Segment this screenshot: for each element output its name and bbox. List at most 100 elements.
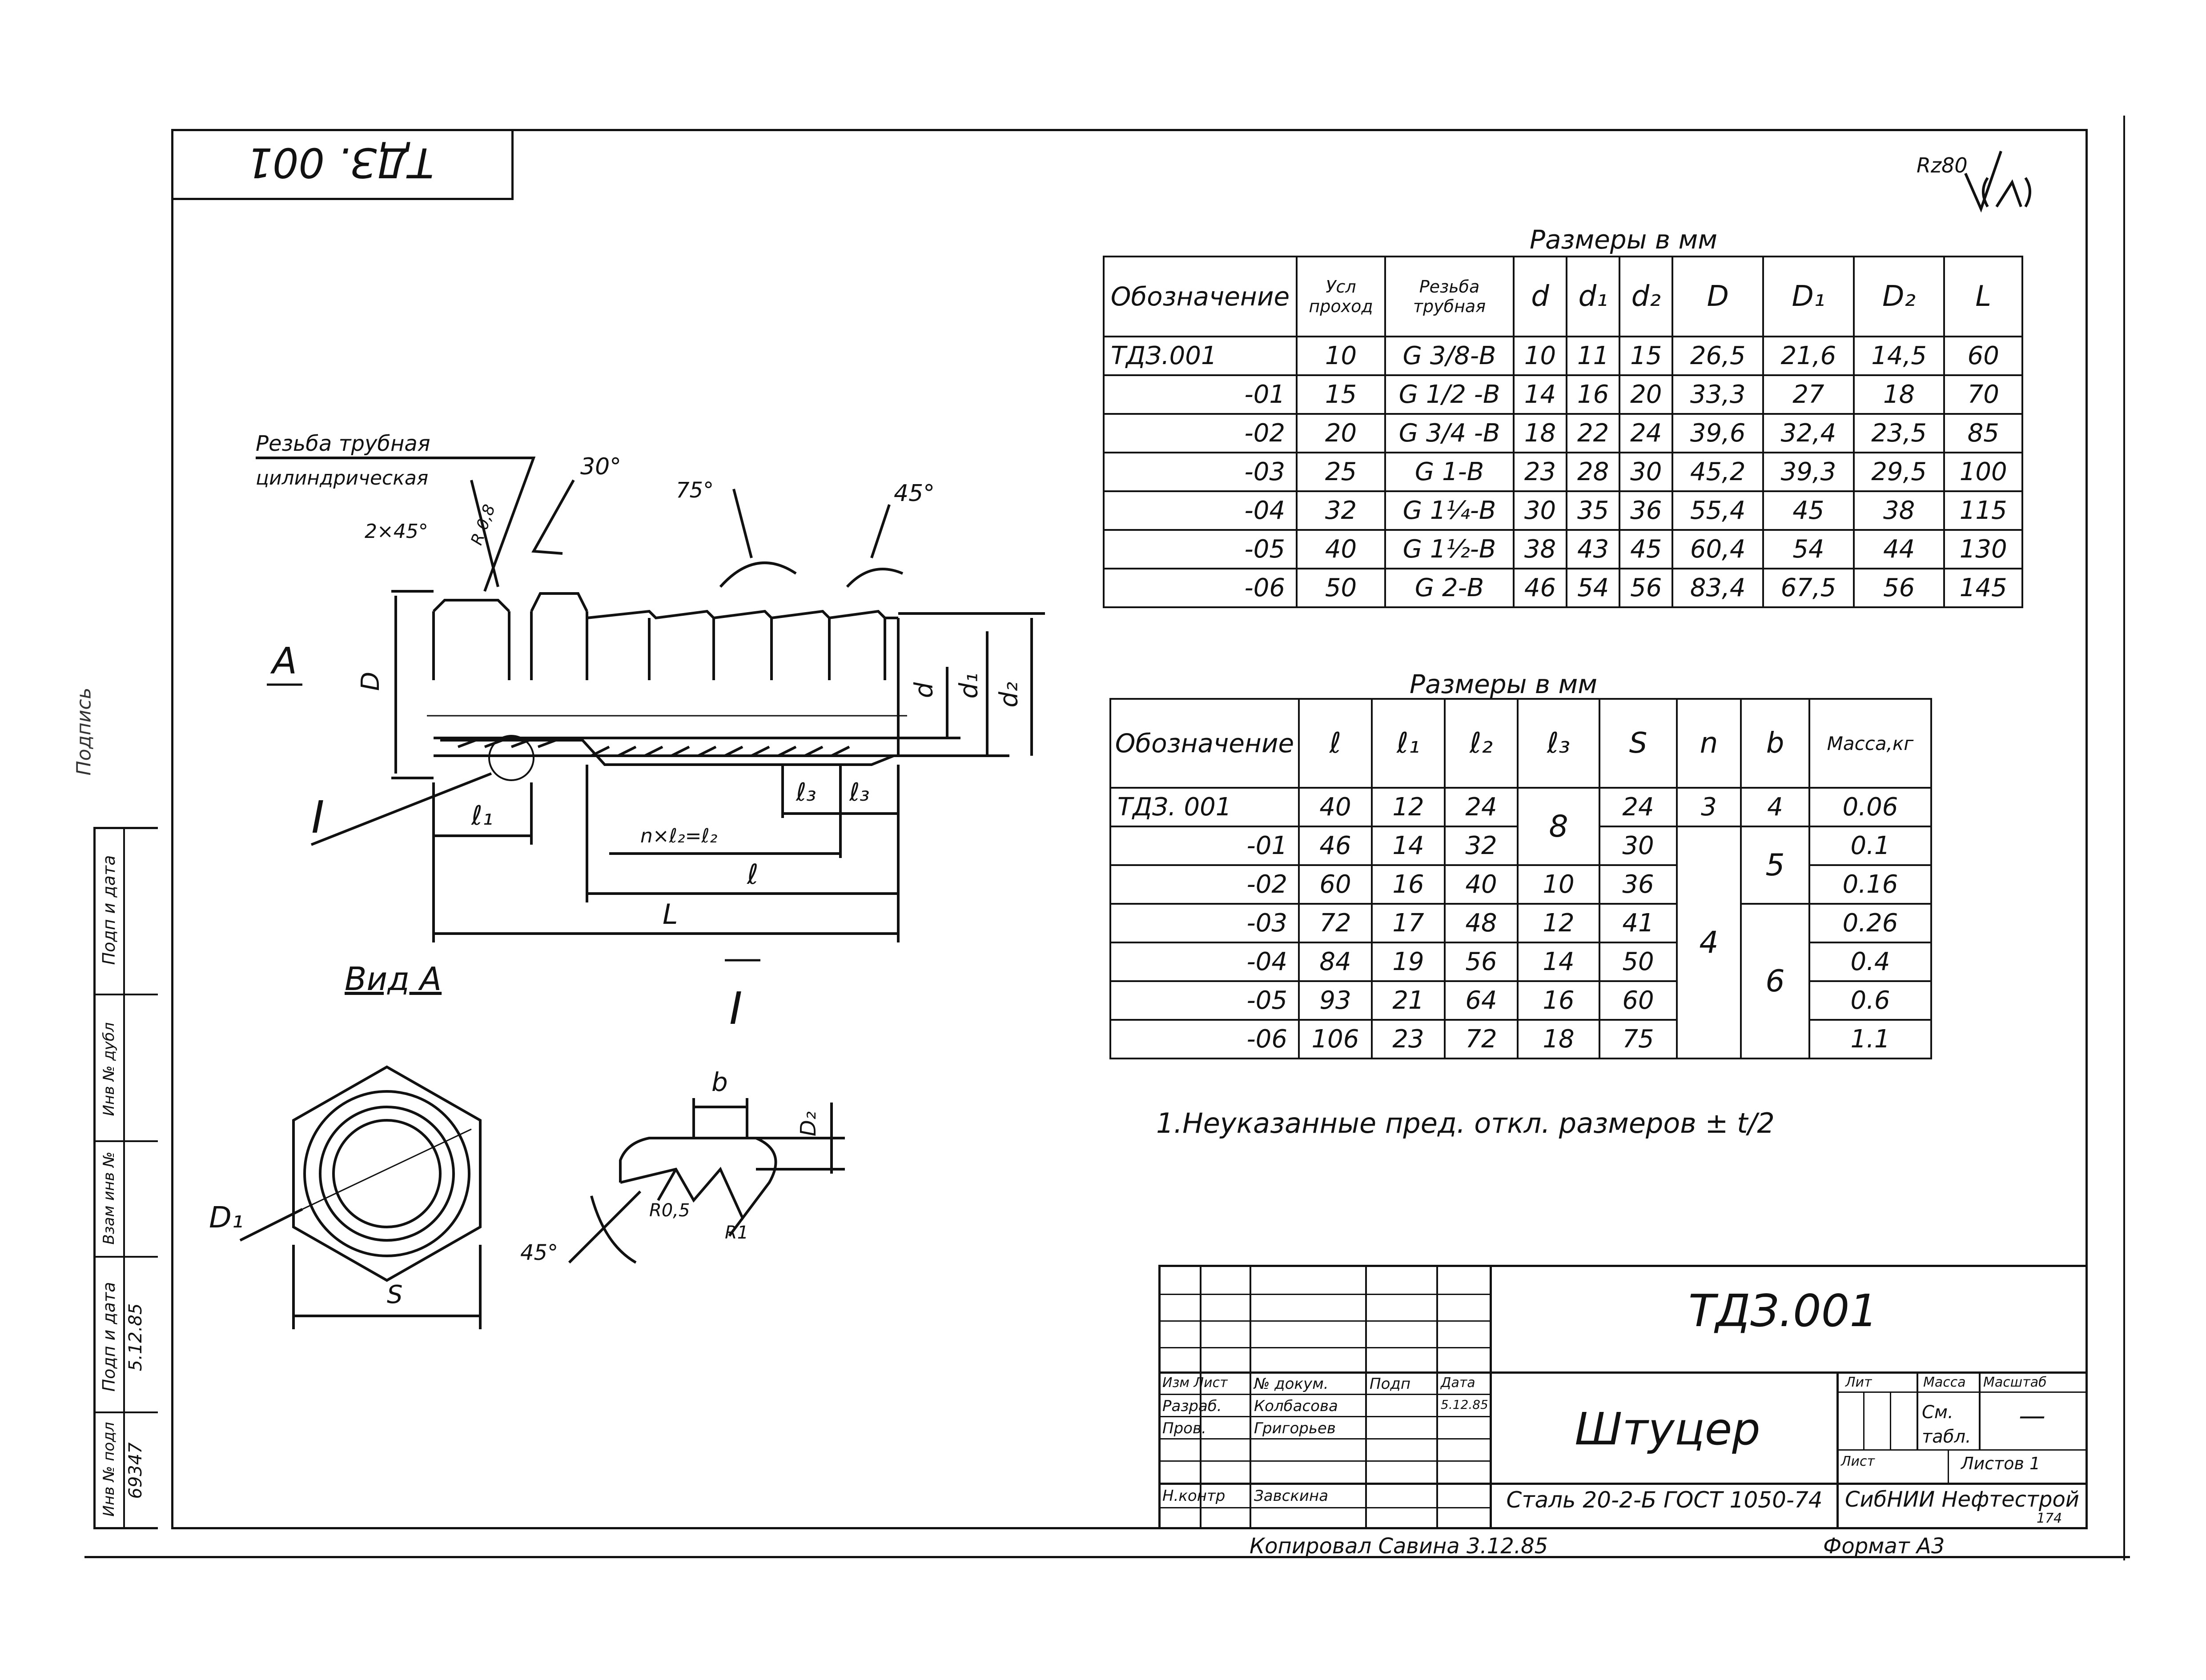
tb-h12 [1836,1449,2085,1451]
t1-cell: 54 [1762,529,1855,569]
t1-cell: 60,4 [1672,529,1764,569]
tb-role-7: Григорьев [1254,1419,1336,1437]
t1-cell: 50 [1296,568,1386,608]
t2-des-6: -06 [1109,1019,1300,1059]
t1-h-D1: D₁ [1762,256,1855,337]
t2-n-1: 4 [1676,826,1742,1059]
t1-cell: -05 [1103,529,1298,569]
t1-cell: -03 [1103,452,1298,492]
t1-cell: 26,5 [1672,336,1764,376]
t2-l2-6: 72 [1444,1019,1519,1059]
t1-cell: G 1/2 -B [1384,374,1515,415]
tb-h3 [1161,1347,1490,1348]
t1-cell: 54 [1566,568,1621,608]
t1-cell: 11 [1566,336,1621,376]
tb-h10 [1161,1507,1490,1508]
t1-cell: G 3/8-B [1384,336,1515,376]
tb-v11 [1948,1449,1949,1483]
side-stamp-row-2 [96,1140,158,1142]
t2-l3-0: 8 [1517,787,1600,866]
t1-cell: 45 [1619,529,1674,569]
t2-h-l2: ℓ₂ [1444,698,1519,789]
tb-h6 [1161,1416,1490,1417]
tb-material: Сталь 20-2-Б ГОСТ 1050-74 [1506,1487,1823,1513]
t2-des-4: -04 [1109,942,1300,982]
t1-cell: 30 [1512,490,1568,531]
r1-label: R1 [725,1223,749,1243]
t2-S-0: 24 [1599,787,1678,827]
tb-v3 [1365,1267,1367,1529]
t2-l3-5: 18 [1517,1019,1600,1059]
detail-title: I [729,982,743,1034]
t1-cell: 16 [1566,374,1621,415]
dim-l1-label: ℓ₁ [471,800,493,831]
view-a-title: Вид А [345,960,442,998]
tb-role-2: Подп [1370,1375,1411,1393]
t2-l2-3: 48 [1444,903,1519,943]
side-stamp-cell-4: Подп и дата [99,855,119,965]
tb-role-6: Пров. [1162,1419,1206,1437]
t1-cell: 130 [1943,529,2023,569]
side-stamp-cell-2: Взам инв № [100,1151,118,1245]
t2-l-0: 40 [1298,787,1373,827]
title-block: ТДЗ.001 Штуцер Сталь 20-2-Б ГОСТ 1050-74… [1158,1265,2085,1529]
t2-n-0: 3 [1676,787,1742,827]
dim-l3a-label: ℓ₃ [796,778,816,807]
t2-mass-5: 0.6 [1808,980,1932,1021]
t1-h-passage: Усл проход [1296,256,1386,337]
t1-cell: 67,5 [1762,568,1855,608]
t1-cell: 25 [1296,452,1386,492]
tb-sheets: Листов 1 [1961,1454,2041,1473]
t1-h-d2: d₂ [1619,256,1674,337]
tb-mass-value: См. табл. [1922,1402,1971,1447]
t1-cell: G 2-B [1384,568,1515,608]
t1-cell: 20 [1296,413,1386,453]
t1-cell: -06 [1103,568,1298,608]
t2-S-3: 41 [1599,903,1678,943]
tb-h8 [1161,1460,1490,1462]
t1-cell: 18 [1512,413,1568,453]
angle-45-label: 45° [894,480,935,507]
t1-cell: 39,6 [1672,413,1764,453]
side-stamp-inv: 69347 [125,1442,146,1499]
side-stamp-cell-3: Инв № дубл [100,1022,118,1116]
tb-sheet: Лист [1841,1454,1875,1469]
dim-l-label: ℓ [747,858,759,890]
dim-L-label: L [663,898,678,930]
t2-h-designation: Обозначение [1109,698,1300,789]
t1-cell: 33,3 [1672,374,1764,415]
t1-cell: G 1¼-B [1384,490,1515,531]
t2-S-4: 50 [1599,942,1678,982]
rotated-code-box [171,129,514,200]
tb-v5 [1490,1267,1492,1529]
t1-cell: 21,6 [1762,336,1855,376]
t1-h-d: d [1512,256,1568,337]
t2-l3-1: 10 [1517,864,1600,905]
tb-date-0: 5.12.85 [1441,1397,1488,1412]
t1-cell: 23,5 [1852,413,1945,453]
t2-h-l: ℓ [1298,698,1373,789]
t1-cell: 24 [1619,413,1674,453]
t2-mass-6: 1.1 [1808,1019,1932,1059]
angle-75-label: 75° [676,478,714,503]
t1-cell: G 1-B [1384,452,1515,492]
side-stamp-cell-0: Инв № подл [100,1422,118,1517]
t1-cell: 55,4 [1672,490,1764,531]
t2-S-1: 30 [1599,826,1678,866]
t2-l1-0: 12 [1371,787,1446,827]
t2-l2-5: 64 [1444,980,1519,1021]
copied-by: Копировал Савина 3.12.85 [1250,1534,1548,1559]
tb-org: СибНИИ Нефтестрой [1844,1487,2079,1512]
t2-des-5: -05 [1109,980,1300,1021]
tb-role-0: Изм Лист [1162,1375,1228,1391]
t1-h-d1: d₁ [1566,256,1621,337]
dim-d-label: d [909,682,939,698]
t2-b-0: 4 [1740,787,1810,827]
t1-cell: 40 [1296,529,1386,569]
tb-h9 [1161,1483,2085,1485]
